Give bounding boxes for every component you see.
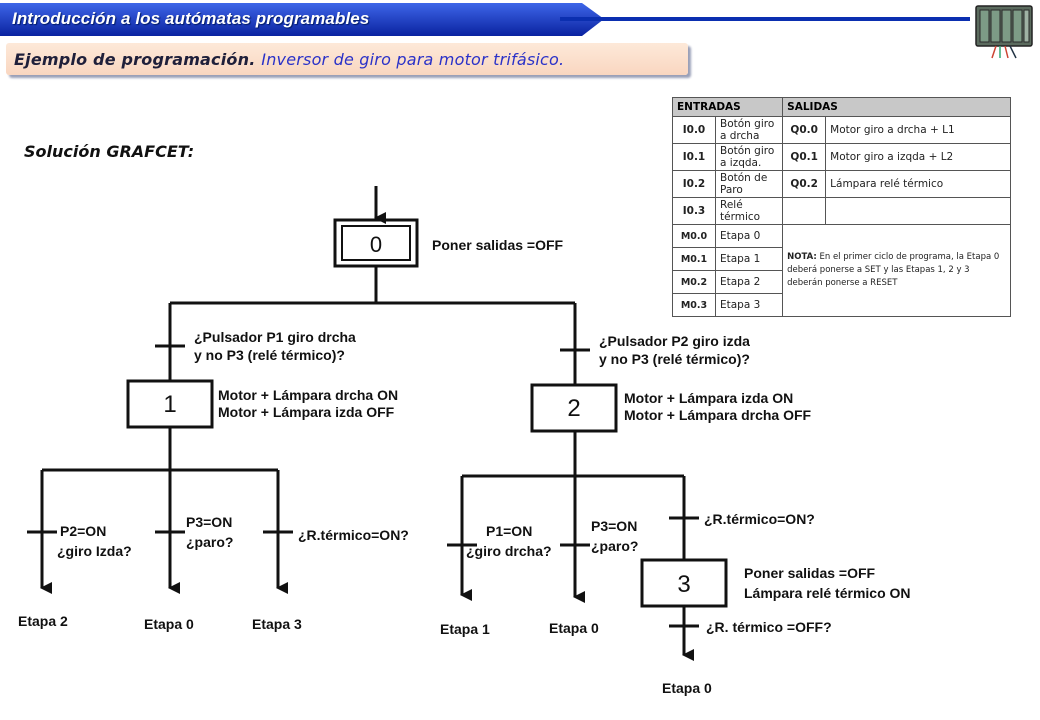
output-desc: Motor giro a izqda + L2: [825, 143, 1011, 171]
step0-number: 0: [370, 232, 382, 257]
output-code: Q0.0: [782, 116, 827, 144]
transition-label: P3=ON: [186, 514, 232, 530]
output-code: [782, 197, 827, 225]
header-rule: [560, 17, 970, 21]
step3-number: 3: [677, 571, 690, 598]
input-code: I0.0: [672, 116, 716, 144]
page-title: Introducción a los autómatas programable…: [12, 9, 370, 28]
memory-code: M0.0: [672, 224, 716, 248]
io-header-row: ENTRADAS SALIDAS: [671, 97, 1011, 117]
destination-label: Etapa 0: [549, 620, 599, 636]
io-table: ENTRADAS SALIDAS I0.0 Botón giro a drcha…: [671, 97, 1011, 317]
destination-label: Etapa 0: [144, 616, 194, 632]
note-cell: NOTA: En el primer ciclo de programa, la…: [782, 224, 1011, 317]
memory-row: M0.3 Etapa 3: [672, 293, 1011, 317]
step3-action: Lámpara relé térmico ON: [744, 585, 911, 601]
subtitle-highlight: Inversor de giro para motor trifásico.: [261, 50, 565, 69]
output-desc: Lámpara relé térmico: [825, 170, 1011, 198]
memory-row: M0.0 Etapa 0 NOTA: En el primer ciclo de…: [672, 224, 1011, 317]
memory-row: M0.2 Etapa 2: [672, 270, 1011, 294]
destination-label: Etapa 1: [440, 621, 490, 637]
transition-label: ¿R.térmico=ON?: [298, 527, 409, 543]
input-code: I0.3: [672, 197, 716, 225]
memory-desc: Etapa 2: [714, 270, 784, 294]
step0-inner-box: [341, 225, 411, 261]
subtitle: Ejemplo de programación. Inversor de gir…: [14, 50, 564, 69]
destination-label: Etapa 3: [252, 616, 302, 632]
transition-label: ¿paro?: [186, 534, 233, 550]
memory-desc: Etapa 3: [714, 293, 784, 317]
banner-shape: [0, 3, 604, 36]
transition-label: ¿paro?: [591, 538, 638, 554]
table-row: I0.1 Botón giro a izqda. Q0.1 Motor giro…: [672, 143, 1011, 171]
step2-number: 2: [567, 395, 580, 422]
step2-action: Motor + Lámpara drcha OFF: [624, 407, 812, 423]
transition-label: ¿R.térmico=ON?: [704, 511, 815, 527]
subtitle-prefix: Ejemplo de programación.: [14, 50, 256, 69]
transition-label: ¿R. térmico =OFF?: [706, 619, 832, 635]
memory-code: M0.1: [672, 247, 716, 271]
transition-label: P3=ON: [591, 518, 637, 534]
table-row: I0.2 Botón de Paro Q0.2 Lámpara relé tér…: [672, 170, 1011, 198]
destination-label: Etapa 0: [662, 680, 712, 696]
plc-icon: [972, 4, 1036, 60]
header-banner: Introducción a los autómatas programable…: [0, 0, 610, 38]
cond-to-step1: y no P3 (relé térmico)?: [194, 347, 345, 363]
step2-action: Motor + Lámpara izda ON: [624, 390, 793, 406]
step1-action: Motor + Lámpara drcha ON: [218, 387, 398, 403]
transition-label: P1=ON: [486, 523, 532, 539]
subtitle-box: Ejemplo de programación. Inversor de gir…: [6, 43, 688, 75]
note-label: NOTA:: [787, 252, 817, 262]
transition-label: P2=ON: [60, 523, 106, 539]
memory-code: M0.3: [672, 293, 716, 317]
input-code: I0.1: [672, 143, 716, 171]
output-desc: [825, 197, 1011, 225]
cond-to-step1: ¿Pulsador P1 giro drcha: [194, 329, 356, 345]
step1-number: 1: [163, 391, 176, 418]
output-code: Q0.2: [782, 170, 827, 198]
solution-label: Solución GRAFCET:: [24, 142, 195, 161]
memory-code: M0.2: [672, 270, 716, 294]
transition-label: ¿giro Izda?: [57, 543, 132, 559]
transition-label: ¿giro drcha?: [466, 543, 552, 559]
destination-label: Etapa 2: [18, 613, 68, 629]
memory-desc: Etapa 0: [714, 224, 784, 248]
output-code: Q0.1: [782, 143, 827, 171]
step0-action: Poner salidas =OFF: [432, 237, 564, 253]
input-desc: Botón giro a drcha: [714, 116, 784, 144]
outputs-header: SALIDAS: [782, 97, 1011, 117]
cond-to-step2: y no P3 (relé térmico)?: [599, 351, 750, 367]
cond-to-step2: ¿Pulsador P2 giro izda: [599, 333, 750, 349]
inputs-header: ENTRADAS: [671, 97, 784, 117]
step3-action: Poner salidas =OFF: [744, 565, 876, 581]
note-text: En el primer ciclo de programa, la Etapa…: [787, 252, 1000, 288]
step1-action: Motor + Lámpara izda OFF: [218, 404, 395, 420]
memory-row: M0.1 Etapa 1: [672, 247, 1011, 271]
